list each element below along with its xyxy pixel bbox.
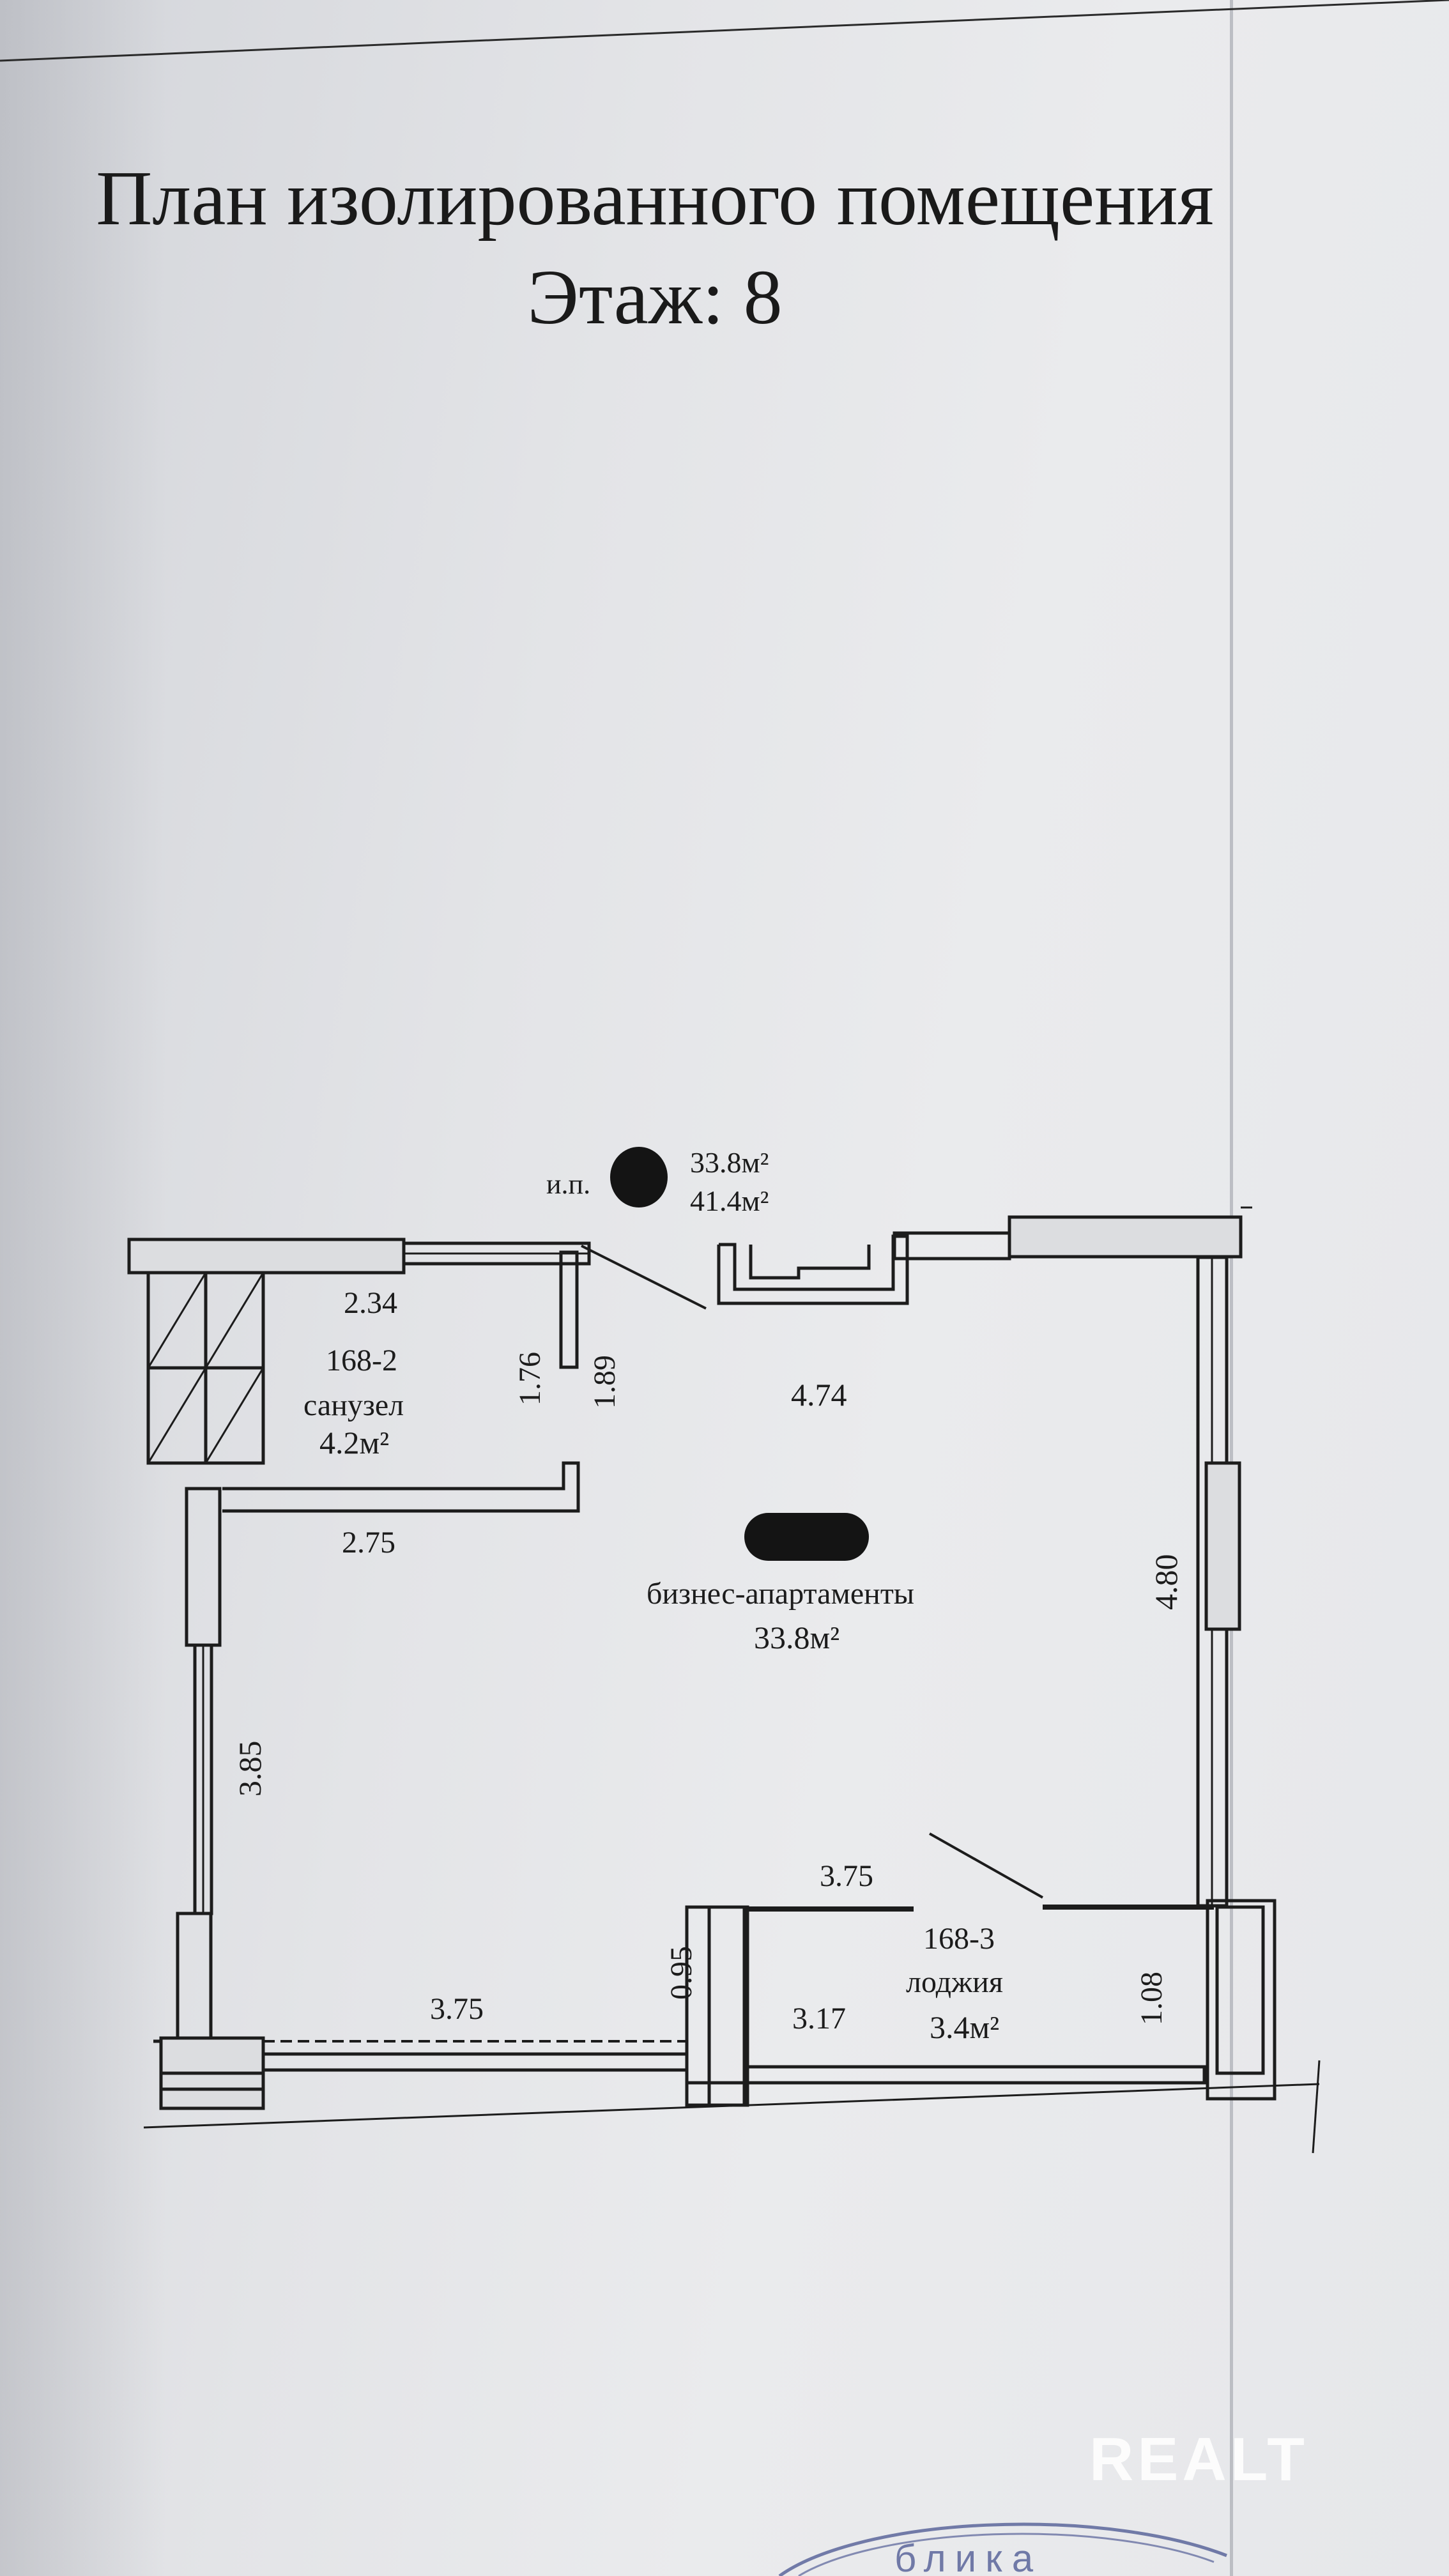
dim-balcony-depth: 1.08 <box>1135 1972 1169 2025</box>
dim-main-height-right: 4.80 <box>1148 1554 1184 1611</box>
header-area-prefix: и.п. <box>546 1169 590 1200</box>
walls <box>127 1206 1321 2154</box>
room-bath-area: 4.2м² <box>319 1425 389 1460</box>
dim-main-height-left: 3.85 <box>232 1741 268 1797</box>
floor-label: Этаж: 8 <box>527 254 783 341</box>
redaction-mark-middle <box>744 1513 869 1561</box>
realt-watermark: REALT <box>1089 2425 1308 2494</box>
room-bath-number: 168-2 <box>326 1344 397 1377</box>
room-balcony-name: лоджия <box>906 1965 1003 1999</box>
room-bath-name: санузел <box>303 1388 404 1422</box>
dim-main-bottom-inner: 3.75 <box>820 1859 873 1893</box>
page-top-line <box>0 0 1449 62</box>
dim-bath-height-inner: 1.76 <box>513 1352 547 1406</box>
room-balcony-area: 3.4м² <box>930 2009 999 2045</box>
room-main-name: бизнес-апартаменты <box>647 1577 914 1611</box>
stamp-ring <box>778 2522 1227 2576</box>
redaction-mark-top <box>610 1147 668 1208</box>
dim-balcony-left-width: 3.75 <box>430 1992 484 2026</box>
dim-bath-height-outer: 1.89 <box>588 1355 622 1409</box>
header-area-line2: 41.4м² <box>690 1184 769 1217</box>
dim-pillar-height: 0.95 <box>664 1946 698 2000</box>
dim-main-width-top: 4.74 <box>791 1377 847 1413</box>
dim-bath-width-bottom: 2.75 <box>342 1526 395 1560</box>
room-main-area: 33.8м² <box>754 1620 839 1655</box>
document-title: План изолированного помещения <box>96 155 1214 241</box>
left-shadow <box>0 0 166 2576</box>
dim-bath-width-top: 2.34 <box>344 1286 397 1320</box>
sheet-edge <box>1230 0 1233 2576</box>
dim-balcony-width: 3.17 <box>792 2002 846 2035</box>
room-balcony-number: 168-3 <box>923 1922 995 1956</box>
stamp-text: блика <box>894 2537 1042 2576</box>
header-area-line1: 33.8м² <box>690 1146 769 1179</box>
